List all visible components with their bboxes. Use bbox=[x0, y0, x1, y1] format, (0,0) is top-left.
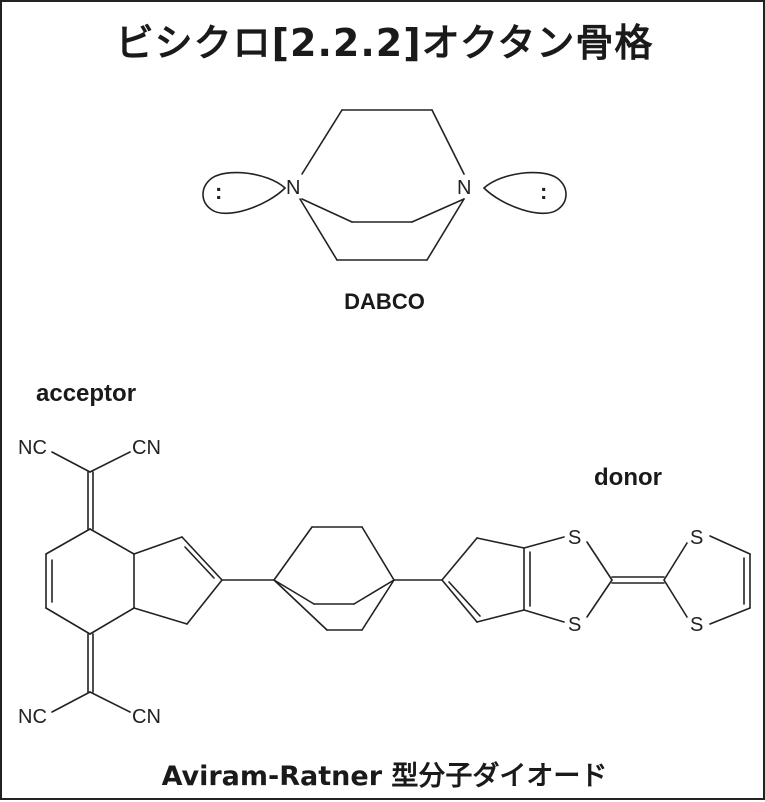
sulfur-4: S bbox=[690, 614, 703, 636]
cyano-bottom-right: CN bbox=[132, 706, 161, 728]
acceptor-label: acceptor bbox=[36, 380, 137, 407]
dabco-label: DABCO bbox=[344, 289, 425, 314]
dabco-structure: N N : : bbox=[202, 109, 567, 261]
figure-title: ビシクロ[2.2.2]オクタン骨格 bbox=[115, 21, 654, 65]
sulfur-1: S bbox=[568, 527, 581, 549]
cyano-bottom-left: NC bbox=[18, 706, 47, 728]
right-lone-pair-dots: : bbox=[540, 179, 547, 204]
dabco-nitrogen-right: N bbox=[457, 177, 471, 199]
dabco-nitrogen-left: N bbox=[286, 177, 300, 199]
left-lone-pair-lobe bbox=[202, 171, 287, 215]
bicyclooctane-bridge bbox=[273, 526, 443, 631]
sulfur-2: S bbox=[568, 614, 581, 636]
figure-caption: Aviram-Ratner 型分子ダイオード bbox=[161, 761, 608, 792]
left-lone-pair-dots: : bbox=[215, 179, 222, 204]
right-lone-pair-lobe bbox=[482, 171, 567, 215]
donor-label: donor bbox=[594, 464, 662, 491]
donor-structure: S S S S bbox=[441, 527, 751, 636]
sulfur-3: S bbox=[690, 527, 703, 549]
acceptor-structure: NC CN NC CN bbox=[18, 437, 275, 728]
cyano-top-left: NC bbox=[18, 437, 47, 459]
cyano-top-right: CN bbox=[132, 437, 161, 459]
